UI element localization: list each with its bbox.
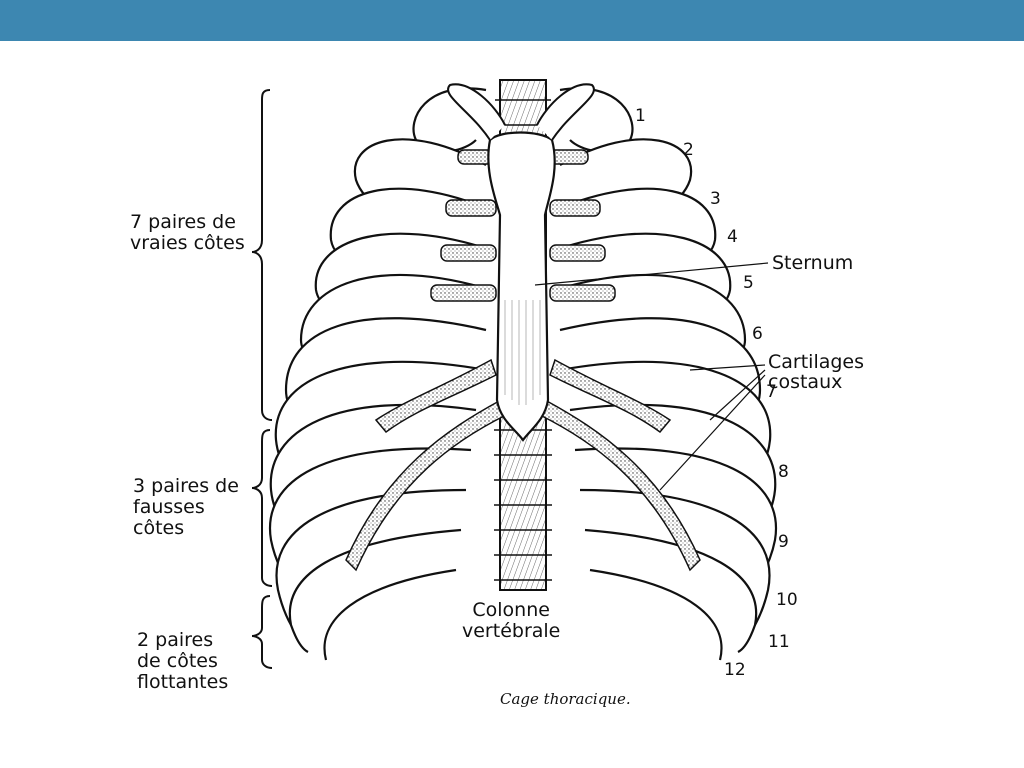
rib-number-9: 9 (778, 532, 789, 552)
rib-number-6: 6 (752, 324, 763, 344)
rib-number-11: 11 (768, 632, 790, 652)
rib-number-2: 2 (683, 140, 694, 160)
costal-cartilages (345, 149, 701, 572)
clavicles (447, 83, 595, 141)
label-sternum: Sternum (772, 252, 854, 274)
header-bar (0, 0, 1024, 41)
rib-number-10: 10 (776, 590, 798, 610)
leader-lines (534, 262, 769, 491)
sternum-bone (487, 131, 556, 442)
label-vertebral-column: Colonne vertébrale (462, 599, 561, 642)
left-brackets (251, 89, 273, 669)
label-floating-ribs: 2 paires de côtes flottantes (137, 629, 229, 693)
label-false-ribs: 3 paires de fausses côtes (133, 475, 239, 539)
rib-number-5: 5 (743, 273, 754, 293)
label-costal-cartilages: Cartilages costaux (768, 351, 865, 393)
rib-number-4: 4 (727, 227, 738, 247)
figure-caption: Cage thoracique. (500, 690, 631, 708)
rib-number-1: 1 (635, 106, 646, 126)
label-true-ribs: 7 paires de vraies côtes (130, 211, 245, 254)
rib-number-3: 3 (710, 189, 721, 209)
rib-number-12: 12 (724, 660, 746, 680)
rib-number-8: 8 (778, 462, 789, 482)
rib-number-7: 7 (766, 382, 777, 402)
